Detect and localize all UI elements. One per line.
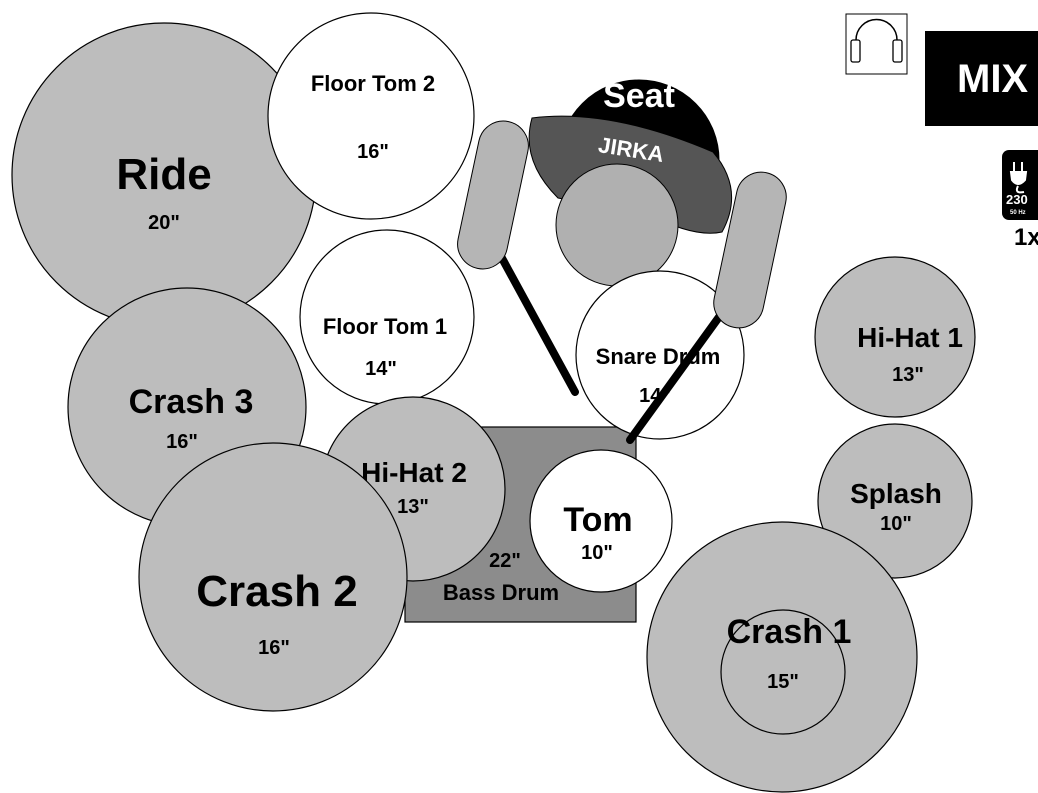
crash-2-size: 16" — [258, 637, 290, 659]
power-frequency: 50 Hz — [1010, 210, 1026, 216]
mix-label: MIX — [957, 57, 1028, 101]
right-stick-grip[interactable] — [709, 168, 791, 333]
crash-2-label: Crash 2 — [196, 567, 357, 616]
seat-label: Seat — [603, 77, 675, 115]
hi-hat-2-size: 13" — [397, 496, 429, 518]
tom-drum[interactable] — [529, 449, 673, 593]
snare-drum[interactable] — [575, 270, 745, 440]
drummer-head — [555, 163, 679, 287]
bass-drum-size: 22" — [489, 550, 521, 572]
floor-tom-2-label: Floor Tom 2 — [311, 71, 435, 96]
splash-size: 10" — [880, 513, 912, 535]
power-plug-icon — [1002, 150, 1038, 220]
left-stick-shaft — [493, 245, 579, 396]
crash-3-label: Crash 3 — [129, 383, 254, 421]
ride-label: Ride — [116, 150, 211, 199]
crash-1-bell — [720, 609, 846, 735]
crash-2-cymbal[interactable] — [138, 442, 408, 712]
ride-size: 20" — [148, 212, 180, 234]
floor-tom-2-drum[interactable] — [267, 12, 475, 220]
splash-label: Splash — [850, 478, 942, 509]
bass-drum-label: Bass Drum — [443, 580, 559, 605]
hi-hat-1-cymbal[interactable] — [814, 256, 976, 418]
mix-button[interactable] — [925, 31, 1038, 126]
tom-size: 10" — [581, 542, 613, 564]
crash-3-size: 16" — [166, 431, 198, 453]
crash-1-cymbal[interactable] — [646, 521, 918, 793]
hi-hat-2-label: Hi-Hat 2 — [361, 457, 467, 488]
splash-cymbal[interactable] — [817, 423, 973, 579]
crash-1-size: 15" — [767, 671, 799, 693]
headphones-icon[interactable] — [845, 13, 908, 75]
floor-tom-2-size: 16" — [357, 141, 389, 163]
right-stick-shaft — [626, 302, 731, 444]
left-stick-grip[interactable] — [453, 116, 533, 273]
power-voltage: 230 — [1006, 192, 1028, 207]
hi-hat-1-size: 13" — [892, 364, 924, 386]
tom-label: Tom — [563, 501, 632, 539]
crash-1-label: Crash 1 — [727, 613, 852, 651]
floor-tom-1-label: Floor Tom 1 — [323, 314, 447, 339]
floor-tom-1-size: 14" — [365, 358, 397, 380]
hi-hat-1-label: Hi-Hat 1 — [857, 322, 963, 353]
power-count: 1x — [1014, 224, 1038, 251]
